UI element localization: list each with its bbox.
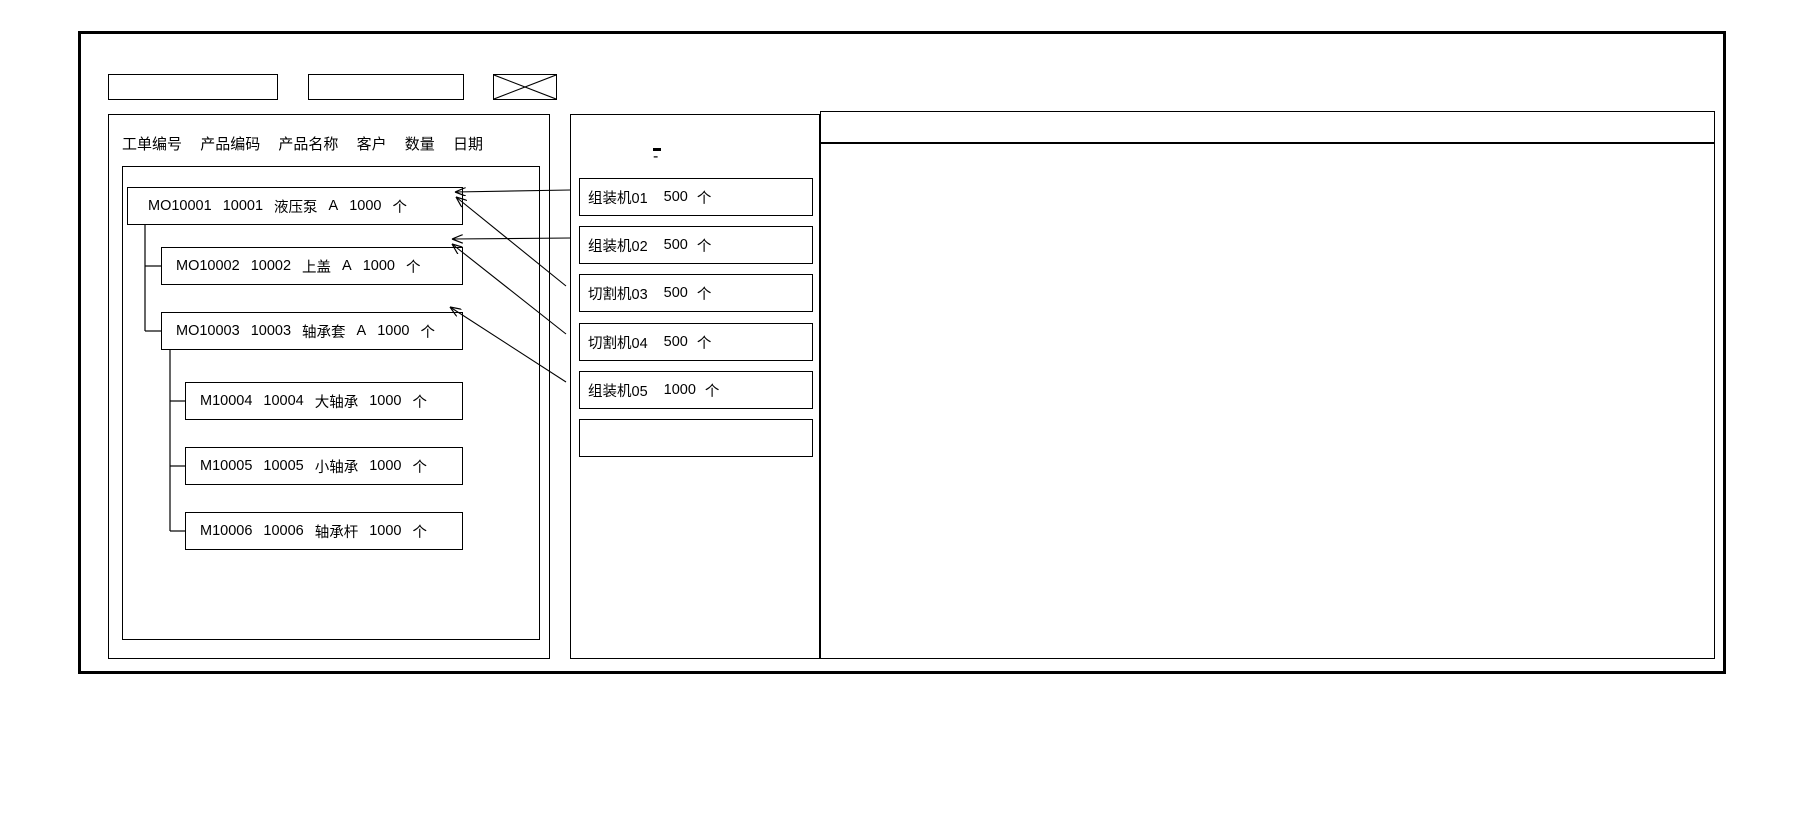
machine-unit: 个 — [696, 238, 712, 255]
column-header-quantity: 数量 — [404, 136, 435, 153]
machine-unit: 个 — [696, 286, 712, 303]
column-header-order-no: 工单编号 — [122, 136, 183, 153]
machine-name: 组装机05 — [588, 383, 648, 400]
tree-node-customer: A — [328, 198, 339, 214]
tree-node-quantity: 1000 — [369, 458, 402, 474]
tree-node-order-no: M10006 — [200, 523, 253, 539]
tree-node-quantity: 1000 — [349, 198, 382, 214]
detail-grid-panel — [820, 111, 1715, 659]
tree-node-M10004[interactable]: M10004 10004 大轴承 1000 个 — [185, 382, 463, 420]
column-header-date: 日期 — [452, 136, 483, 153]
tree-node-product-code: 10005 — [263, 458, 304, 474]
tree-node-order-no: M10005 — [200, 458, 253, 474]
machine-quantity: 1000 — [663, 382, 696, 398]
tree-node-customer: A — [356, 323, 367, 339]
tree-node-customer: A — [342, 258, 352, 274]
tree-node-order-no: MO10003 — [176, 323, 240, 339]
tree-node-product-name: 上盖 — [302, 259, 332, 276]
tree-node-unit: 个 — [412, 459, 428, 476]
tree-node-product-code: 10003 — [250, 323, 292, 339]
machine-name: 组装机01 — [588, 190, 648, 207]
work-order-panel: 工单编号 产品编码 产品名称 客户 数量 日期 MO10001 — [108, 114, 550, 659]
machine-box-5[interactable]: 组装机05 1000 个 — [579, 371, 813, 409]
column-header-product-code: 产品编码 — [200, 136, 261, 153]
work-order-tree: MO10001 10001 液压泵 A 1000 个 MO10002 10002… — [122, 166, 540, 640]
machine-name: 组装机02 — [588, 238, 648, 255]
machine-box-2[interactable]: 组装机02 500 个 — [579, 226, 813, 264]
machine-box-4[interactable]: 切割机04 500 个 — [579, 323, 813, 361]
tree-node-product-name: 小轴承 — [314, 459, 359, 476]
tree-node-order-no: MO10001 — [148, 198, 212, 214]
machine-quantity: 500 — [663, 285, 688, 301]
toolbar-field-1[interactable] — [108, 74, 278, 100]
machine-assignment-panel: - 组装机01 500 个 组装机02 500 个 切割机03 500 个 切割… — [570, 114, 820, 659]
tree-node-MO10002[interactable]: MO10002 10002 上盖 A 1000 个 — [161, 247, 463, 285]
tree-node-product-name: 轴承杆 — [314, 524, 359, 541]
machine-unit: 个 — [704, 383, 720, 400]
tree-node-quantity: 1000 — [377, 323, 410, 339]
machine-quantity: 500 — [663, 189, 688, 205]
tree-node-quantity: 1000 — [362, 258, 395, 274]
toolbar-field-2[interactable] — [308, 74, 464, 100]
machine-unit: 个 — [696, 190, 712, 207]
column-header-product-name: 产品名称 — [278, 136, 339, 153]
tree-node-unit: 个 — [392, 199, 407, 216]
machine-box-6-empty[interactable] — [579, 419, 813, 457]
tree-node-M10005[interactable]: M10005 10005 小轴承 1000 个 — [185, 447, 463, 485]
tree-node-product-name: 轴承套 — [302, 324, 346, 341]
machine-quantity: 500 — [663, 334, 688, 350]
tree-node-product-code: 10006 — [263, 523, 304, 539]
tree-node-unit: 个 — [412, 524, 428, 541]
tree-node-unit: 个 — [412, 394, 428, 411]
tree-node-MO10001[interactable]: MO10001 10001 液压泵 A 1000 个 — [127, 187, 463, 225]
machine-name: 切割机03 — [588, 286, 648, 303]
column-header-customer: 客户 — [356, 136, 387, 153]
machine-box-1[interactable]: 组装机01 500 个 — [579, 178, 813, 216]
machine-name: 切割机04 — [588, 335, 648, 352]
tree-node-MO10003[interactable]: MO10003 10003 轴承套 A 1000 个 — [161, 312, 463, 350]
machine-unit: 个 — [696, 335, 712, 352]
tree-node-product-code: 10001 — [222, 198, 264, 214]
tree-node-product-name: 液压泵 — [274, 199, 318, 216]
machine-box-3[interactable]: 切割机03 500 个 — [579, 274, 813, 312]
tree-node-order-no: MO10002 — [176, 258, 240, 274]
tree-node-quantity: 1000 — [369, 523, 402, 539]
tree-node-product-code: 10004 — [263, 393, 304, 409]
machine-quantity: 500 — [663, 237, 688, 253]
tree-node-order-no: M10004 — [200, 393, 253, 409]
tree-node-quantity: 1000 — [369, 393, 402, 409]
tree-node-M10006[interactable]: M10006 10006 轴承杆 1000 个 — [185, 512, 463, 550]
column-header-row: 工单编号 产品编码 产品名称 客户 数量 日期 — [122, 134, 542, 156]
tree-node-product-code: 10002 — [250, 258, 292, 274]
tree-node-unit: 个 — [405, 259, 421, 276]
tree-node-unit: 个 — [420, 324, 435, 341]
tree-node-product-name: 大轴承 — [314, 394, 359, 411]
detail-grid-header-rule — [821, 142, 1714, 144]
crossed-box-icon[interactable] — [493, 74, 557, 100]
panel-marker-dash: - — [653, 148, 661, 165]
